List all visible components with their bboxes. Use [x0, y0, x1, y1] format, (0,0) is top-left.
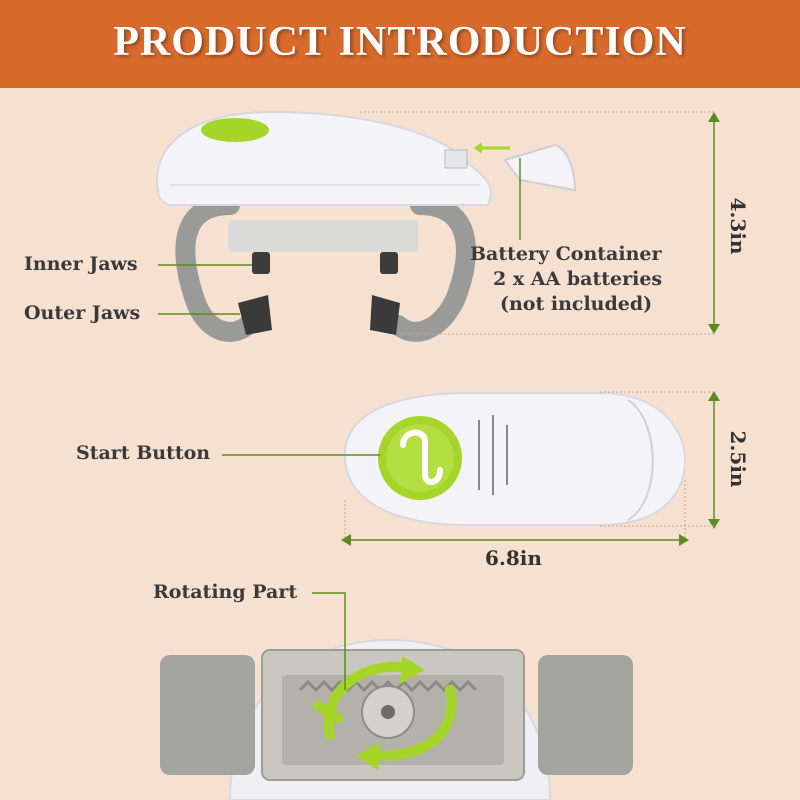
battery-note-label: (not included) [500, 293, 653, 315]
side-view-device [156, 110, 577, 342]
callout-lines [158, 158, 521, 315]
page-title: PRODUCT INTRODUCTION [113, 19, 687, 65]
battery-container-label: Battery Container [470, 243, 662, 265]
header-banner [0, 0, 800, 88]
green-button-top [201, 118, 269, 142]
start-button-label: Start Button [76, 442, 211, 464]
inner-jaw-left [252, 252, 270, 274]
height-dimension-line [360, 111, 720, 335]
handle-right [538, 655, 633, 775]
rotation-arrow-top [323, 661, 415, 740]
rotating-part-callout [312, 592, 346, 690]
width-dimension-line [341, 480, 689, 546]
battery-count-label: 2 x AA batteries [493, 268, 663, 290]
depth-dimension-label: 2.5in [726, 430, 750, 488]
battery-cap [503, 143, 577, 192]
inner-jaw-right [380, 252, 398, 274]
width-dimension-label: 6.8in [485, 546, 542, 570]
underside-device [160, 638, 633, 800]
inner-jaws-label: Inner Jaws [24, 253, 138, 275]
top-view-device [343, 392, 687, 526]
rotation-arrow-bottom [367, 685, 457, 761]
handle-left [160, 655, 255, 775]
outer-jaws-label: Outer Jaws [24, 302, 141, 324]
depth-dimension-line [600, 391, 720, 529]
outer-jaw-left [238, 295, 272, 335]
outer-jaw-right [370, 295, 400, 335]
rotating-part-label: Rotating Part [153, 581, 298, 603]
height-dimension-label: 4.3in [726, 197, 750, 255]
